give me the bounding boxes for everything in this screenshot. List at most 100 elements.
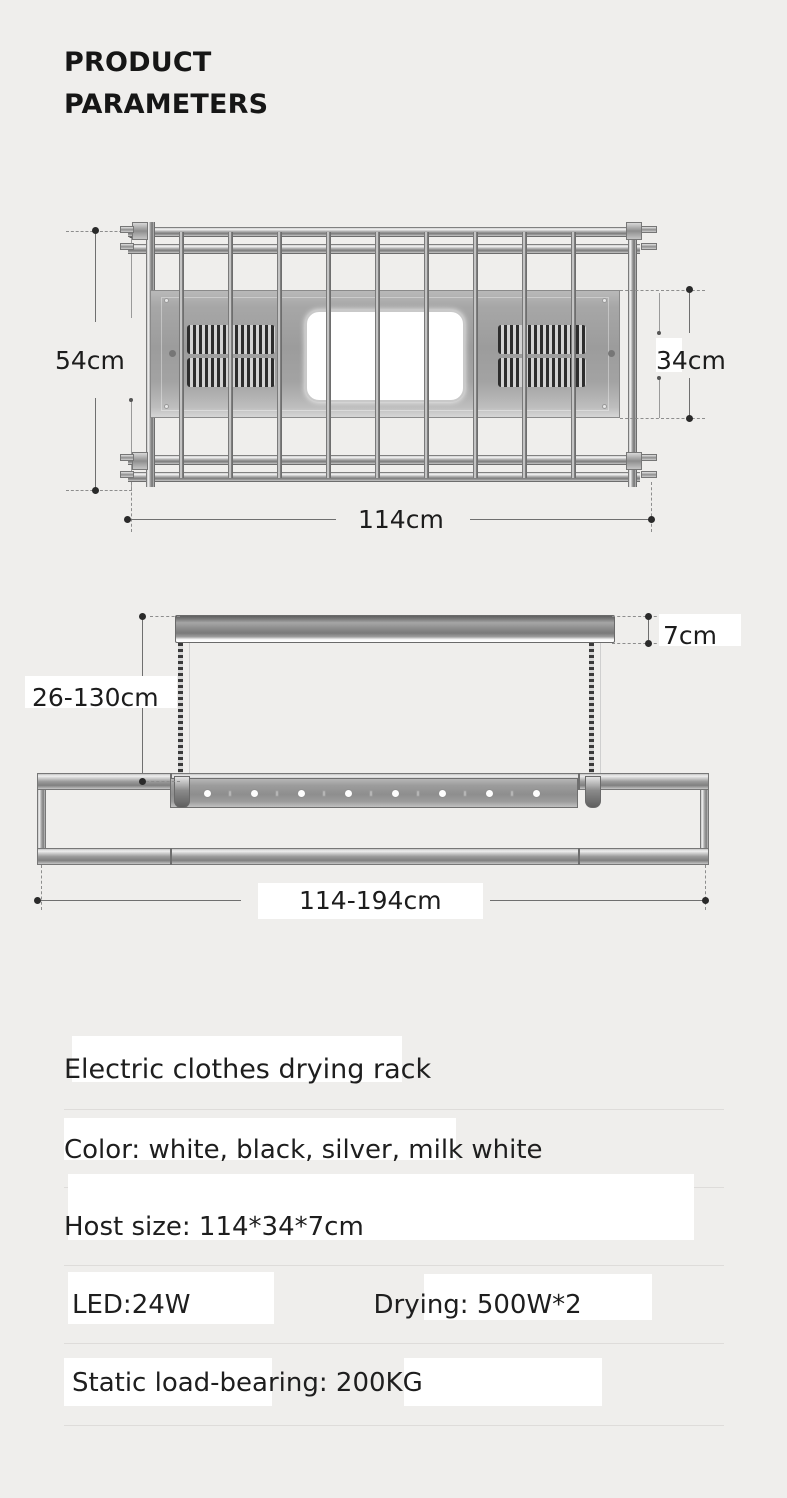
led-light-panel [305,310,465,402]
dimension-label-26-130cm: 26-130cm [32,683,159,712]
spec-value-color: Color: white, black, silver, milk white [64,1135,543,1165]
dim-line-34-lower [689,378,690,418]
dim-dot-7-bottom [645,640,652,647]
frame-rail-top-outer [128,227,640,237]
highlight-patch-34cm [656,338,682,372]
dim-line-drop-upper [142,620,143,680]
extension-line-right-top [620,290,705,291]
hanger-slot [275,790,279,797]
dim-dot-54-top [92,227,99,234]
highlight-patch-load-left [64,1358,272,1406]
hanging-rod-6 [424,232,429,478]
telescopic-rail-bottom [37,848,709,865]
highlight-patch-host-size [68,1174,694,1240]
dim-dot-drop-top [139,613,146,620]
hanger-hole [485,789,494,798]
screw-cap-bottom-left-2 [120,471,134,478]
hanging-rod-5 [375,232,380,478]
dim-dot-34-top [686,286,693,293]
dim-line-7cm [648,620,649,640]
extension-line-top-left [66,231,132,232]
hanger-slot [416,790,420,797]
mount-dot-tl [164,298,169,303]
hanger-hole [391,789,400,798]
cord-bracket-right [585,776,601,808]
dim-dot-114-left [124,516,131,523]
host-main-bar [175,615,615,643]
tick-left-lower [131,400,132,488]
rail-bottom-seam-right [578,848,580,865]
dim-dot-114-right [648,516,655,523]
frame-post-right [628,222,637,487]
spec-value-led: LED:24W [72,1290,191,1320]
hanger-hole [203,789,212,798]
tick-right-lower [659,378,660,418]
hanging-rod-7 [473,232,478,478]
dimension-label-34cm: 34cm [656,346,726,375]
dim-dot-width-right [702,897,709,904]
side-port-right [608,350,615,357]
hanging-rod-9 [571,232,576,478]
drop-cord-right [589,643,594,776]
dim-line-width-right [490,900,705,901]
extension-line-drop-bottom [146,781,180,782]
dimension-label-114cm: 114cm [358,505,444,534]
hanger-hole [250,789,259,798]
extension-line-width-right [705,865,706,910]
mount-dot-br [602,404,607,409]
dim-dot-54-bottom [92,487,99,494]
hanging-rod-1 [179,232,184,478]
highlight-patch-7cm [659,614,741,646]
dim-dot-width-left [34,897,41,904]
highlight-patch-drying [424,1274,652,1320]
frame-rail-bottom-inner [128,455,640,465]
fitting-bottom-left [132,452,148,470]
dim-dot-7-top [645,613,652,620]
spec-value-load-bearing: Static load-bearing: 200KG [72,1368,423,1398]
hanger-slot [510,790,514,797]
tick-left-upper [131,236,132,318]
hanging-rod-4 [326,232,331,478]
dim-line-drop-lower [142,708,143,776]
highlight-patch-color [64,1118,456,1160]
product-spec-list: Electric clothes drying rack Color: whit… [64,1030,724,1426]
dim-line-114-left [131,519,336,520]
screw-cap-top-left-1 [120,226,134,233]
highlight-patch-load-right [404,1358,602,1406]
spec-value-drying: Drying: 500W*2 [373,1290,582,1320]
cord-guide-left [189,643,190,778]
extension-line-drop-top [150,616,180,617]
spec-row-host-size: Host size: 114*34*7cm [64,1174,724,1266]
extension-line-bottom-left [66,490,132,491]
tick-right-upper [659,293,660,333]
highlight-patch-led [68,1272,274,1324]
mount-dot-tr [602,298,607,303]
hanging-rod-8 [522,232,527,478]
cord-bracket-left [174,776,190,808]
dim-line-width-left [41,900,241,901]
screw-cap-bottom-right-1 [641,454,657,461]
front-view-diagram: 7cm 26-130cm 114-194cm [0,590,787,930]
hanging-rod-2 [228,232,233,478]
fitting-bottom-right [626,452,642,470]
extension-line-7cm-bottom [612,643,662,644]
dim-connector-dot [139,778,146,785]
extension-line-7cm-top [612,616,662,617]
spec-value-host-size: Host size: 114*34*7cm [64,1212,364,1242]
hanger-slot [322,790,326,797]
extension-line-right-bottom [620,418,705,419]
tick-dot-right-lower [657,376,661,380]
rail-bottom-seam-left [170,848,172,865]
frame-rail-bottom-outer [128,472,640,482]
dim-dot-34-bottom [686,415,693,422]
side-port-left [169,350,176,357]
rail-top-seam-right [578,773,580,790]
spec-value-product-name: Electric clothes drying rack [64,1054,432,1085]
dim-line-54-upper [95,234,96,322]
hanger-slot [369,790,373,797]
fitting-top-right [626,222,642,240]
screw-cap-top-left-2 [120,243,134,250]
screw-cap-top-right-2 [641,243,657,250]
dimension-label-54cm: 54cm [55,346,125,375]
spec-row-product-name: Electric clothes drying rack [64,1030,724,1110]
